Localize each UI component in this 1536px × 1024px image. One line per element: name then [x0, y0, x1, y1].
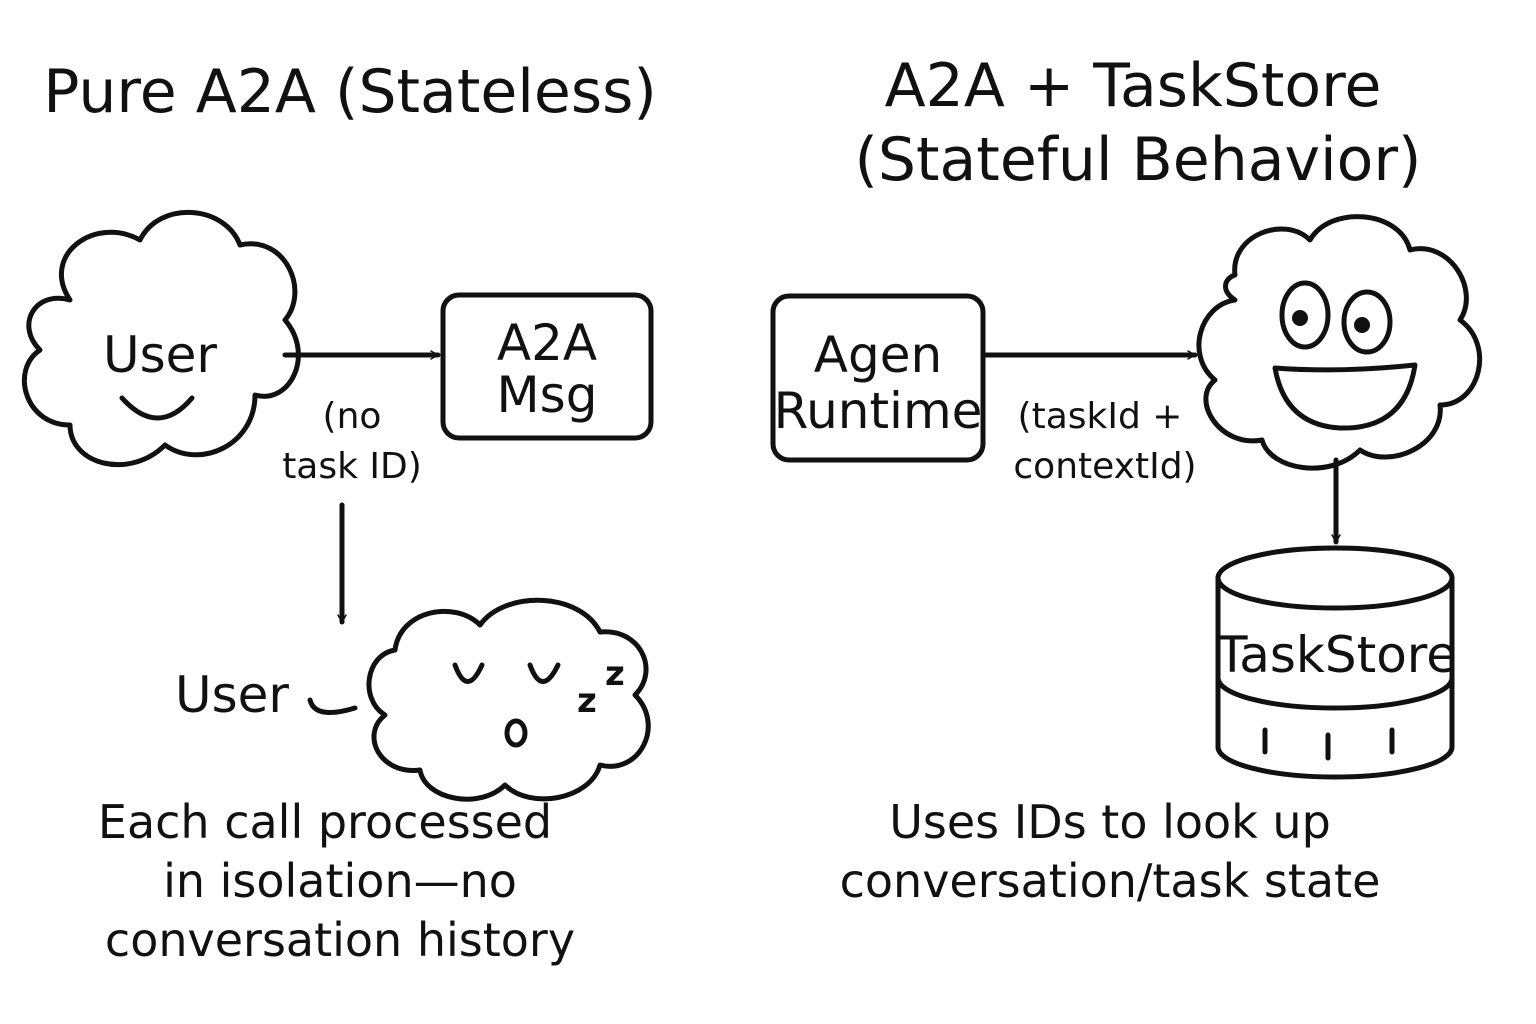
taskstore-label: TaskStore: [1216, 626, 1457, 684]
closed-eye-left-icon: [452, 662, 485, 684]
sleeping-mouth-icon: [504, 718, 528, 748]
task-context-id-label-line1: (taskId +: [1018, 396, 1183, 437]
closed-eye-right-icon: [527, 662, 561, 684]
left-caption-line1: Each call processed: [98, 795, 552, 849]
agent-runtime-box: [770, 293, 986, 463]
taskstore-cylinder-body: [1215, 575, 1455, 780]
sleeping-cloud: [366, 597, 651, 802]
grin-icon: [1272, 362, 1418, 431]
left-panel: Pure A2A (Stateless) User A2A Msg (no ta…: [21, 57, 657, 967]
taskstore-cylinder-top: [1215, 545, 1455, 611]
user-cloud-label: User: [103, 326, 217, 384]
no-task-id-label-line2: task ID): [282, 446, 422, 487]
right-caption-line1: Uses IDs to look up: [889, 795, 1331, 849]
no-task-id-label-line1: (no: [323, 396, 382, 437]
sleeping-user-label: User: [175, 666, 289, 724]
left-caption-line2: in isolation—no: [163, 854, 517, 908]
pupil-right-icon: [1354, 317, 1370, 333]
a2a-msg-box-line1: A2A: [497, 314, 597, 372]
right-title-line1: A2A + TaskStore: [885, 51, 1382, 121]
right-panel: A2A + TaskStore (Stateful Behavior) Agen…: [770, 51, 1483, 908]
sleeping-user-tail: [307, 697, 358, 715]
right-caption-line2: conversation/task state: [840, 854, 1381, 908]
a2a-msg-box-line2: Msg: [497, 366, 598, 424]
task-context-id-label-line2: contextId): [1013, 446, 1196, 487]
right-title-line2: (Stateful Behavior): [855, 125, 1422, 195]
left-title: Pure A2A (Stateless): [43, 57, 657, 127]
pupil-left-icon: [1292, 310, 1308, 326]
a2a-msg-box: [440, 292, 654, 441]
agent-runtime-box-line1: Agen: [814, 326, 942, 384]
sleep-z-small-icon: z: [577, 681, 597, 721]
sleep-z-large-icon: z: [605, 654, 625, 694]
agent-cloud: [1196, 214, 1483, 471]
taskstore-cylinder-divider: [1215, 675, 1455, 711]
smile-icon: [119, 395, 195, 421]
left-caption-line3: conversation history: [105, 913, 575, 967]
agent-runtime-box-line2: Runtime: [774, 382, 983, 440]
user-cloud: [21, 209, 301, 468]
